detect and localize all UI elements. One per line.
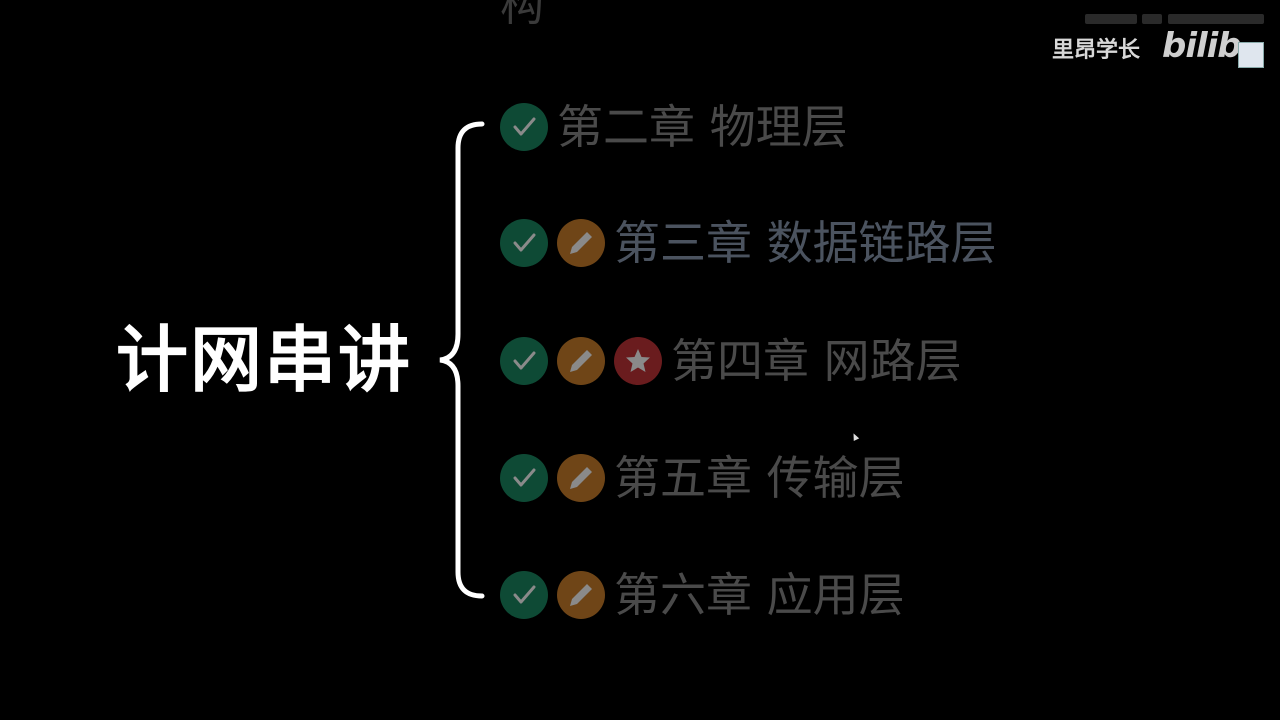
cut-off-heading: 构 [500,0,544,31]
curly-brace [439,121,485,599]
chapter-label: 第五章 传输层 [614,451,905,505]
player-control[interactable] [1085,14,1137,24]
bilibili-logo: bilib [1162,26,1242,66]
chapter-item: 第五章 传输层 [500,452,905,504]
chapter-label: 第二章 物理层 [557,100,848,154]
pencil-icon [557,571,605,619]
pencil-icon [557,219,605,267]
chapter-label: 第四章 网路层 [671,334,962,388]
chapter-item: 第三章 数据链路层 [500,217,997,269]
pencil-icon [557,337,605,385]
tv-icon [1238,42,1264,68]
check-icon [500,571,548,619]
chapter-item: 第六章 应用层 [500,569,905,621]
player-control[interactable] [1142,14,1162,24]
chapter-item: 第二章 物理层 [500,101,848,153]
check-icon [500,337,548,385]
slide-title: 计网串讲 [116,318,413,402]
check-icon [500,103,548,151]
player-control[interactable] [1168,14,1264,24]
chapter-label: 第六章 应用层 [614,568,905,622]
pencil-icon [557,454,605,502]
chapter-label: 第三章 数据链路层 [614,216,997,270]
uploader-watermark: 里昂学长 [1052,38,1141,63]
check-icon [500,454,548,502]
chapter-item: 第四章 网路层 [500,335,962,387]
mouse-cursor [850,432,860,441]
star-icon [614,337,662,385]
check-icon [500,219,548,267]
